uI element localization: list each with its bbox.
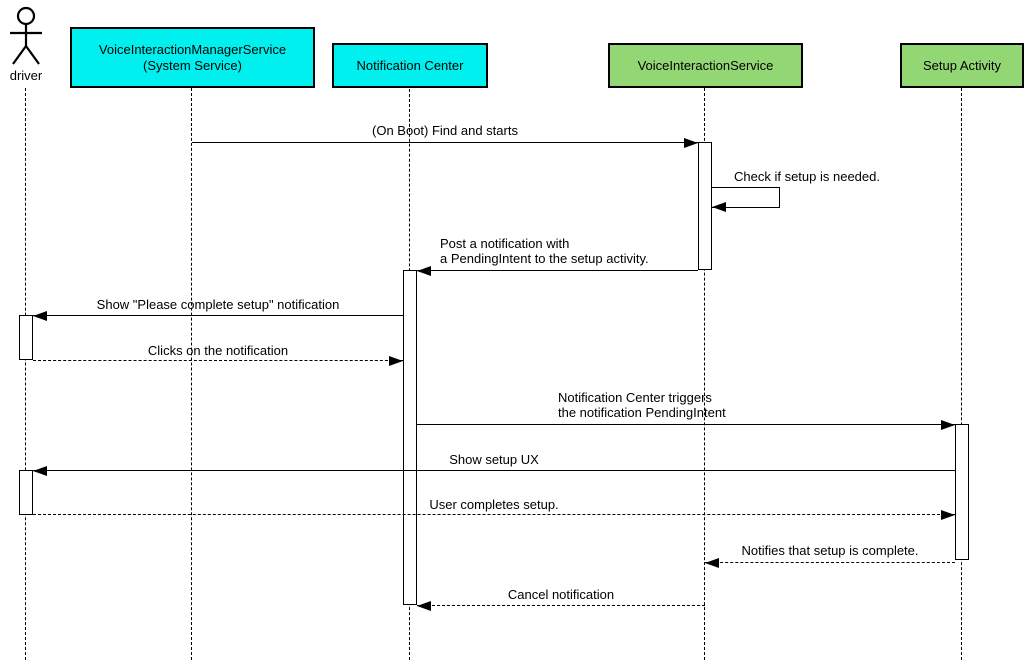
participant-box-notification-center: Notification Center	[332, 43, 488, 88]
message-line-5	[33, 360, 403, 361]
message-arrowhead-9	[705, 558, 719, 568]
participant-box-setup-activity: Setup Activity	[900, 43, 1024, 88]
activation-voiceinteractionservice	[698, 142, 712, 270]
message-line-7	[33, 470, 955, 471]
message-label-4: Show "Please complete setup" notificatio…	[96, 297, 340, 312]
participant-box-voiceinteractionmanagerservice: VoiceInteractionManagerService (System S…	[70, 27, 315, 88]
lifeline-driver	[25, 88, 26, 660]
message-line-3	[417, 270, 698, 271]
message-label-7: Show setup UX	[449, 452, 539, 467]
message-arrowhead-5	[389, 356, 403, 366]
lifeline-setup-activity	[961, 88, 962, 660]
message-line-10	[417, 605, 705, 606]
message-line-9	[705, 562, 955, 563]
participant-label: Notification Center	[356, 57, 464, 73]
message-arrowhead-2	[712, 202, 726, 212]
activation-driver-1	[19, 315, 33, 360]
message-arrowhead-1	[684, 138, 698, 148]
self-message-bracket	[712, 187, 780, 208]
message-arrowhead-3	[417, 266, 431, 276]
message-label-10: Cancel notification	[507, 587, 615, 602]
activation-driver-2	[19, 470, 33, 515]
activation-setup-activity	[955, 424, 969, 560]
participant-label: VoiceInteractionManagerService (System S…	[98, 41, 287, 73]
participant-box-voiceinteractionservice: VoiceInteractionService	[608, 43, 803, 88]
message-label-6: Notification Center triggers the notific…	[558, 390, 726, 420]
participant-label: VoiceInteractionService	[637, 57, 774, 73]
message-label-3: Post a notification with a PendingIntent…	[440, 236, 649, 266]
message-line-1	[192, 142, 698, 143]
lifeline-voiceinteractionservice	[704, 88, 705, 660]
message-line-4	[33, 315, 403, 316]
message-arrowhead-6	[941, 420, 955, 430]
message-label-2: Check if setup is needed.	[734, 169, 880, 184]
message-line-6	[417, 424, 955, 425]
message-line-8	[33, 514, 955, 515]
lifeline-voiceinteractionmanagerservice	[191, 88, 192, 660]
actor-driver-label: driver	[9, 68, 43, 83]
message-label-5: Clicks on the notification	[147, 343, 289, 358]
message-arrowhead-7	[33, 466, 47, 476]
actor-driver-icon	[10, 6, 42, 65]
participant-label: Setup Activity	[922, 57, 1002, 73]
message-arrowhead-4	[33, 311, 47, 321]
message-arrowhead-10	[417, 601, 431, 611]
message-label-8: User completes setup.	[429, 497, 559, 512]
message-label-1: (On Boot) Find and starts	[372, 123, 518, 138]
activation-notification-center	[403, 270, 417, 605]
message-arrowhead-8	[941, 510, 955, 520]
message-label-9: Notifies that setup is complete.	[741, 543, 919, 558]
